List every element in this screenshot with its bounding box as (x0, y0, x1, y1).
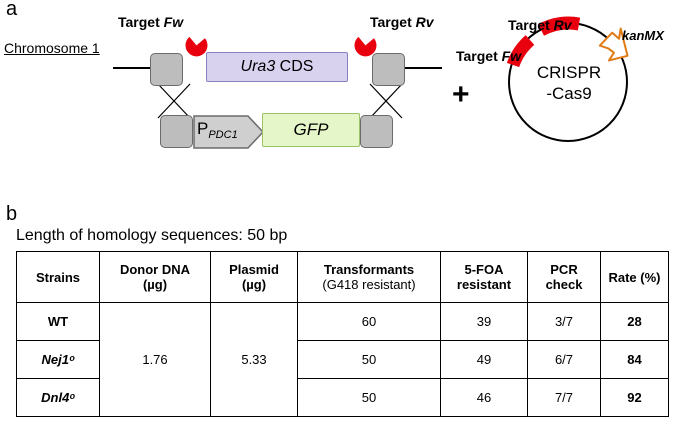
panel-a-letter: a (6, 0, 18, 20)
homology-box-right-bottom (360, 115, 393, 148)
cell-pcr: 3/7 (527, 302, 601, 341)
construct-lines (113, 16, 629, 142)
cell-foa: 39 (440, 302, 528, 341)
plasmid-name-line1: CRISPR (536, 63, 602, 82)
cell-foa: 46 (440, 378, 528, 417)
plasmid-target-fw-label: Target Fw (456, 48, 522, 64)
cell-rate: 28 (600, 302, 669, 341)
ura3-cds-box: Ura3 CDS (206, 52, 348, 82)
kanmx-arrow-icon (598, 27, 629, 62)
target-rv-label: Target Rv (370, 14, 434, 30)
homology-caption: Length of homology sequences: 50 bp (16, 227, 288, 244)
homology-box-right-top (372, 53, 405, 86)
target-fw-label: Target Fw (118, 14, 184, 30)
cell-transformants: 50 (297, 378, 441, 417)
cell-plasmid: 5.33 (210, 302, 298, 417)
cell-donor-dna: 1.76 (99, 302, 211, 417)
results-table: Strains Donor DNA (µg) Plasmid (µg) Tran… (16, 251, 669, 417)
promoter-label: PPDC1 (197, 119, 238, 141)
header-pcr: PCR check (527, 251, 601, 303)
header-rate: Rate (%) (600, 251, 669, 303)
chromosome-label: Chromosome 1 (4, 40, 100, 56)
plasmid-target-fw-arc (506, 35, 535, 68)
crossover-right-b (369, 83, 403, 119)
cds-label: CDS (275, 58, 314, 75)
table-row-wt: WT 1.76 5.33 60 39 3/7 28 (16, 302, 669, 417)
plus-sign: + (452, 78, 470, 111)
cell-strain: WT (16, 302, 100, 341)
table-header-row: Strains Donor DNA (µg) Plasmid (µg) Tran… (16, 251, 669, 303)
crossover-left-b (157, 83, 191, 119)
cell-rate: 92 (600, 378, 669, 417)
target-rv-cut-icon (354, 36, 377, 57)
kanmx-label: kanMX (622, 28, 664, 43)
header-transformants: Transformants (G418 resistant) (297, 251, 441, 303)
gfp-box: GFP (262, 113, 360, 147)
cell-rate: 84 (600, 340, 669, 379)
cell-strain: Nej1ᵒ (16, 340, 100, 379)
cell-transformants: 60 (297, 302, 441, 341)
homology-box-left-top (150, 53, 183, 86)
plasmid-target-rv-label: Target Rv (508, 17, 572, 33)
cell-pcr: 6/7 (527, 340, 601, 379)
header-plasmid: Plasmid (µg) (210, 251, 298, 303)
promoter-shape (193, 115, 265, 149)
cell-strain: Dnl4ᵒ (16, 378, 100, 417)
target-fw-cut-icon (185, 36, 208, 57)
ura3-label: Ura3 (240, 58, 276, 75)
header-donor: Donor DNA (µg) (99, 251, 211, 303)
plasmid-name-line2: -Cas9 (546, 84, 592, 103)
header-foa: 5-FOA resistant (440, 251, 528, 303)
homology-box-left-bottom (160, 115, 193, 148)
plasmid-target-rv-arc (537, 16, 581, 36)
cell-transformants: 50 (297, 340, 441, 379)
table-row-nej1: Nej1ᵒ 50 49 6/7 84 (16, 340, 669, 379)
header-strains: Strains (16, 251, 100, 303)
cell-pcr: 7/7 (527, 378, 601, 417)
table-row-dnl4: Dnl4ᵒ 50 46 7/7 92 (16, 378, 669, 417)
cell-foa: 49 (440, 340, 528, 379)
panel-b-letter: b (6, 203, 18, 225)
